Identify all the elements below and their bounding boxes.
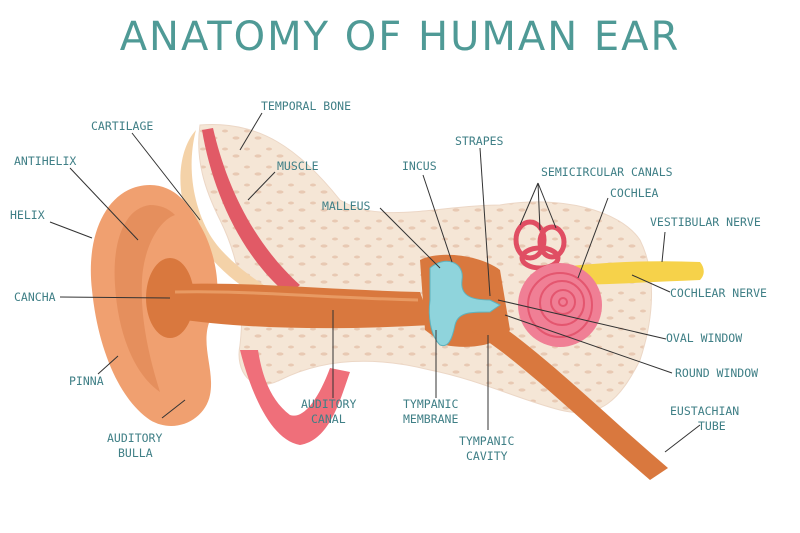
- label-eustachian-tube-2: TUBE: [698, 419, 726, 433]
- label-incus: INCUS: [402, 159, 437, 173]
- label-helix: HELIX: [10, 208, 45, 222]
- label-cochlear-nerve: COCHLEAR NERVE: [670, 286, 767, 300]
- cochlea-spiral: [527, 272, 593, 338]
- label-temporal-bone: TEMPORAL BONE: [261, 99, 351, 113]
- label-pinna: PINNA: [69, 374, 104, 388]
- muscle-lower-shape: [240, 350, 350, 445]
- label-cartilage: CARTILAGE: [91, 119, 153, 133]
- label-oval-window: OVAL WINDOW: [666, 331, 742, 345]
- label-auditory-canal-1: AUDITORY: [301, 397, 356, 411]
- label-semicircular-canals: SEMICIRCULAR CANALS: [541, 165, 673, 179]
- semicircular-canals-shape: [513, 219, 567, 271]
- label-eustachian-tube-1: EUSTACHIAN: [670, 404, 739, 418]
- label-strapes: STRAPES: [455, 134, 504, 148]
- label-round-window: ROUND WINDOW: [675, 366, 758, 380]
- label-cancha: CANCHA: [14, 290, 56, 304]
- label-muscle: MUSCLE: [277, 159, 319, 173]
- label-cochlea: COCHLEA: [610, 186, 659, 200]
- label-antihelix: ANTIHELIX: [14, 154, 76, 168]
- page-title: ANATOMY OF HUMAN EAR: [119, 14, 681, 60]
- auditory-canal-highlight: [174, 290, 419, 302]
- cartilage-shape: [180, 130, 290, 308]
- label-tympanic-cavity-1: TYMPANIC: [459, 434, 514, 448]
- label-auditory-canal-2: CANAL: [311, 412, 346, 426]
- eustachian-tube-shape: [470, 318, 668, 480]
- label-tympanic-cavity-2: CAVITY: [466, 449, 508, 463]
- antihelix-shape: [114, 205, 175, 392]
- auditory-canal-shape: [165, 283, 432, 329]
- label-vestibular-nerve: VESTIBULAR NERVE: [650, 215, 761, 229]
- muscle-shape: [202, 128, 300, 295]
- label-tympanic-membrane-1: TYMPANIC: [403, 397, 458, 411]
- label-auditory-bulla-1: AUDITORY: [107, 431, 162, 445]
- label-malleus: MALLEUS: [322, 199, 371, 213]
- label-auditory-bulla-2: BULLA: [118, 446, 153, 460]
- label-tympanic-membrane-2: MEMBRANE: [403, 412, 458, 426]
